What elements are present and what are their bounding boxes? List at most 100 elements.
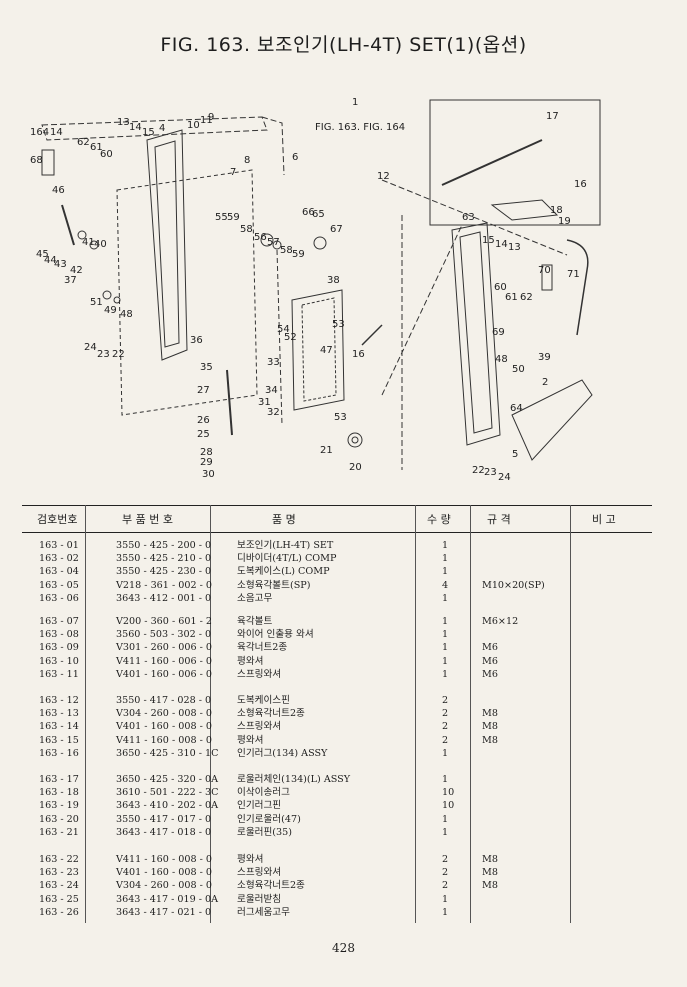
svg-text:24: 24 bbox=[498, 472, 511, 483]
part-name: 평와셔 bbox=[237, 734, 264, 746]
svg-text:51: 51 bbox=[90, 297, 103, 308]
quantity: 2 bbox=[442, 708, 449, 720]
part-number: 3550 - 417 - 017 - 0 bbox=[116, 813, 212, 825]
spec: M8 bbox=[482, 867, 498, 879]
callout-index: 1 bbox=[352, 97, 358, 108]
item-no: 163 - 07 bbox=[39, 616, 79, 627]
svg-text:42: 42 bbox=[70, 265, 83, 276]
quantity: 2 bbox=[442, 867, 449, 879]
part-name: 인기로울러(47) bbox=[237, 813, 301, 825]
svg-text:5: 5 bbox=[512, 449, 518, 460]
svg-text:26: 26 bbox=[197, 415, 210, 426]
svg-text:69: 69 bbox=[492, 327, 505, 338]
svg-text:164: 164 bbox=[30, 127, 49, 138]
quantity: 1 bbox=[442, 747, 449, 759]
part-name: 이삭이송러그 bbox=[237, 787, 290, 799]
svg-text:11: 11 bbox=[200, 115, 213, 126]
spec: M10×20(SP) bbox=[482, 579, 545, 591]
svg-text:19: 19 bbox=[558, 216, 571, 227]
item-no: 163 - 16 bbox=[39, 747, 79, 759]
part-number: 3643 - 412 - 001 - 0 bbox=[116, 592, 212, 604]
part-number: 3650 - 425 - 320 - 0A bbox=[116, 774, 219, 785]
svg-text:48: 48 bbox=[495, 354, 508, 365]
part-name: 소형육각너트2종 bbox=[237, 708, 305, 720]
svg-text:23: 23 bbox=[484, 467, 497, 478]
quantity: 2 bbox=[442, 695, 449, 706]
svg-text:37: 37 bbox=[64, 275, 77, 286]
svg-text:39: 39 bbox=[538, 352, 551, 363]
svg-text:54: 54 bbox=[277, 324, 290, 335]
svg-text:33: 33 bbox=[267, 357, 280, 368]
part-number: 3550 - 417 - 028 - 0 bbox=[116, 695, 212, 706]
svg-text:55: 55 bbox=[215, 212, 228, 223]
quantity: 2 bbox=[442, 880, 449, 892]
part-name: 육각너트2종 bbox=[237, 642, 288, 654]
svg-text:22: 22 bbox=[472, 465, 485, 476]
part-number: 3610 - 501 - 222 - 3C bbox=[116, 787, 219, 799]
part-number: V304 - 260 - 008 - 0 bbox=[116, 708, 212, 720]
svg-text:57: 57 bbox=[267, 237, 280, 248]
item-no: 163 - 09 bbox=[39, 642, 79, 654]
svg-text:16: 16 bbox=[574, 179, 587, 190]
header-note: 비 고 bbox=[592, 513, 616, 526]
part-name: 디바이더(4T/L) COMP bbox=[237, 553, 337, 565]
item-no: 163 - 18 bbox=[39, 787, 79, 799]
svg-text:38: 38 bbox=[327, 275, 340, 286]
item-no: 163 - 26 bbox=[39, 906, 79, 918]
svg-text:68: 68 bbox=[30, 155, 43, 166]
part-name: 육각볼트 bbox=[237, 616, 273, 627]
quantity: 1 bbox=[442, 813, 449, 825]
item-no: 163 - 11 bbox=[39, 668, 79, 680]
svg-text:14: 14 bbox=[129, 122, 142, 133]
svg-text:21: 21 bbox=[320, 445, 333, 456]
quantity: 1 bbox=[442, 655, 449, 667]
svg-text:25: 25 bbox=[197, 429, 210, 440]
item-no: 163 - 22 bbox=[39, 854, 79, 865]
quantity: 1 bbox=[442, 906, 449, 918]
item-no: 163 - 05 bbox=[39, 579, 79, 591]
header-name: 품 명 bbox=[272, 513, 296, 526]
svg-text:65: 65 bbox=[312, 209, 325, 220]
svg-text:60: 60 bbox=[100, 149, 113, 160]
quantity: 1 bbox=[442, 893, 449, 905]
part-name: 스프링와셔 bbox=[237, 867, 282, 879]
spec: M8 bbox=[482, 880, 498, 892]
svg-text:46: 46 bbox=[52, 185, 65, 196]
part-name: 스프링와셔 bbox=[237, 668, 282, 680]
svg-text:40: 40 bbox=[94, 239, 107, 250]
part-number: V218 - 361 - 002 - 0 bbox=[116, 579, 212, 591]
part-name: 인기러그핀 bbox=[237, 800, 282, 812]
part-number: 3643 - 417 - 019 - 0A bbox=[116, 893, 219, 905]
part-name: 스프링와셔 bbox=[237, 721, 282, 733]
item-no: 163 - 25 bbox=[39, 893, 79, 905]
svg-text:24: 24 bbox=[84, 342, 97, 353]
item-no: 163 - 24 bbox=[39, 880, 79, 892]
spec: M8 bbox=[482, 854, 498, 865]
quantity: 1 bbox=[442, 553, 449, 565]
svg-text:32: 32 bbox=[267, 407, 280, 418]
page-number: 428 bbox=[332, 941, 355, 955]
svg-text:22: 22 bbox=[112, 349, 125, 360]
svg-text:10: 10 bbox=[187, 120, 200, 131]
svg-text:6: 6 bbox=[292, 152, 298, 163]
svg-text:50: 50 bbox=[512, 364, 525, 375]
svg-text:49: 49 bbox=[104, 305, 117, 316]
part-number: 3550 - 425 - 210 - 0 bbox=[116, 553, 212, 565]
part-number: V411 - 160 - 008 - 0 bbox=[116, 854, 212, 865]
svg-text:2: 2 bbox=[542, 377, 548, 388]
svg-text:67: 67 bbox=[330, 224, 343, 235]
part-number: 3643 - 417 - 021 - 0 bbox=[116, 906, 212, 918]
quantity: 2 bbox=[442, 734, 449, 746]
part-name: 인기러그(134) ASSY bbox=[237, 747, 328, 759]
